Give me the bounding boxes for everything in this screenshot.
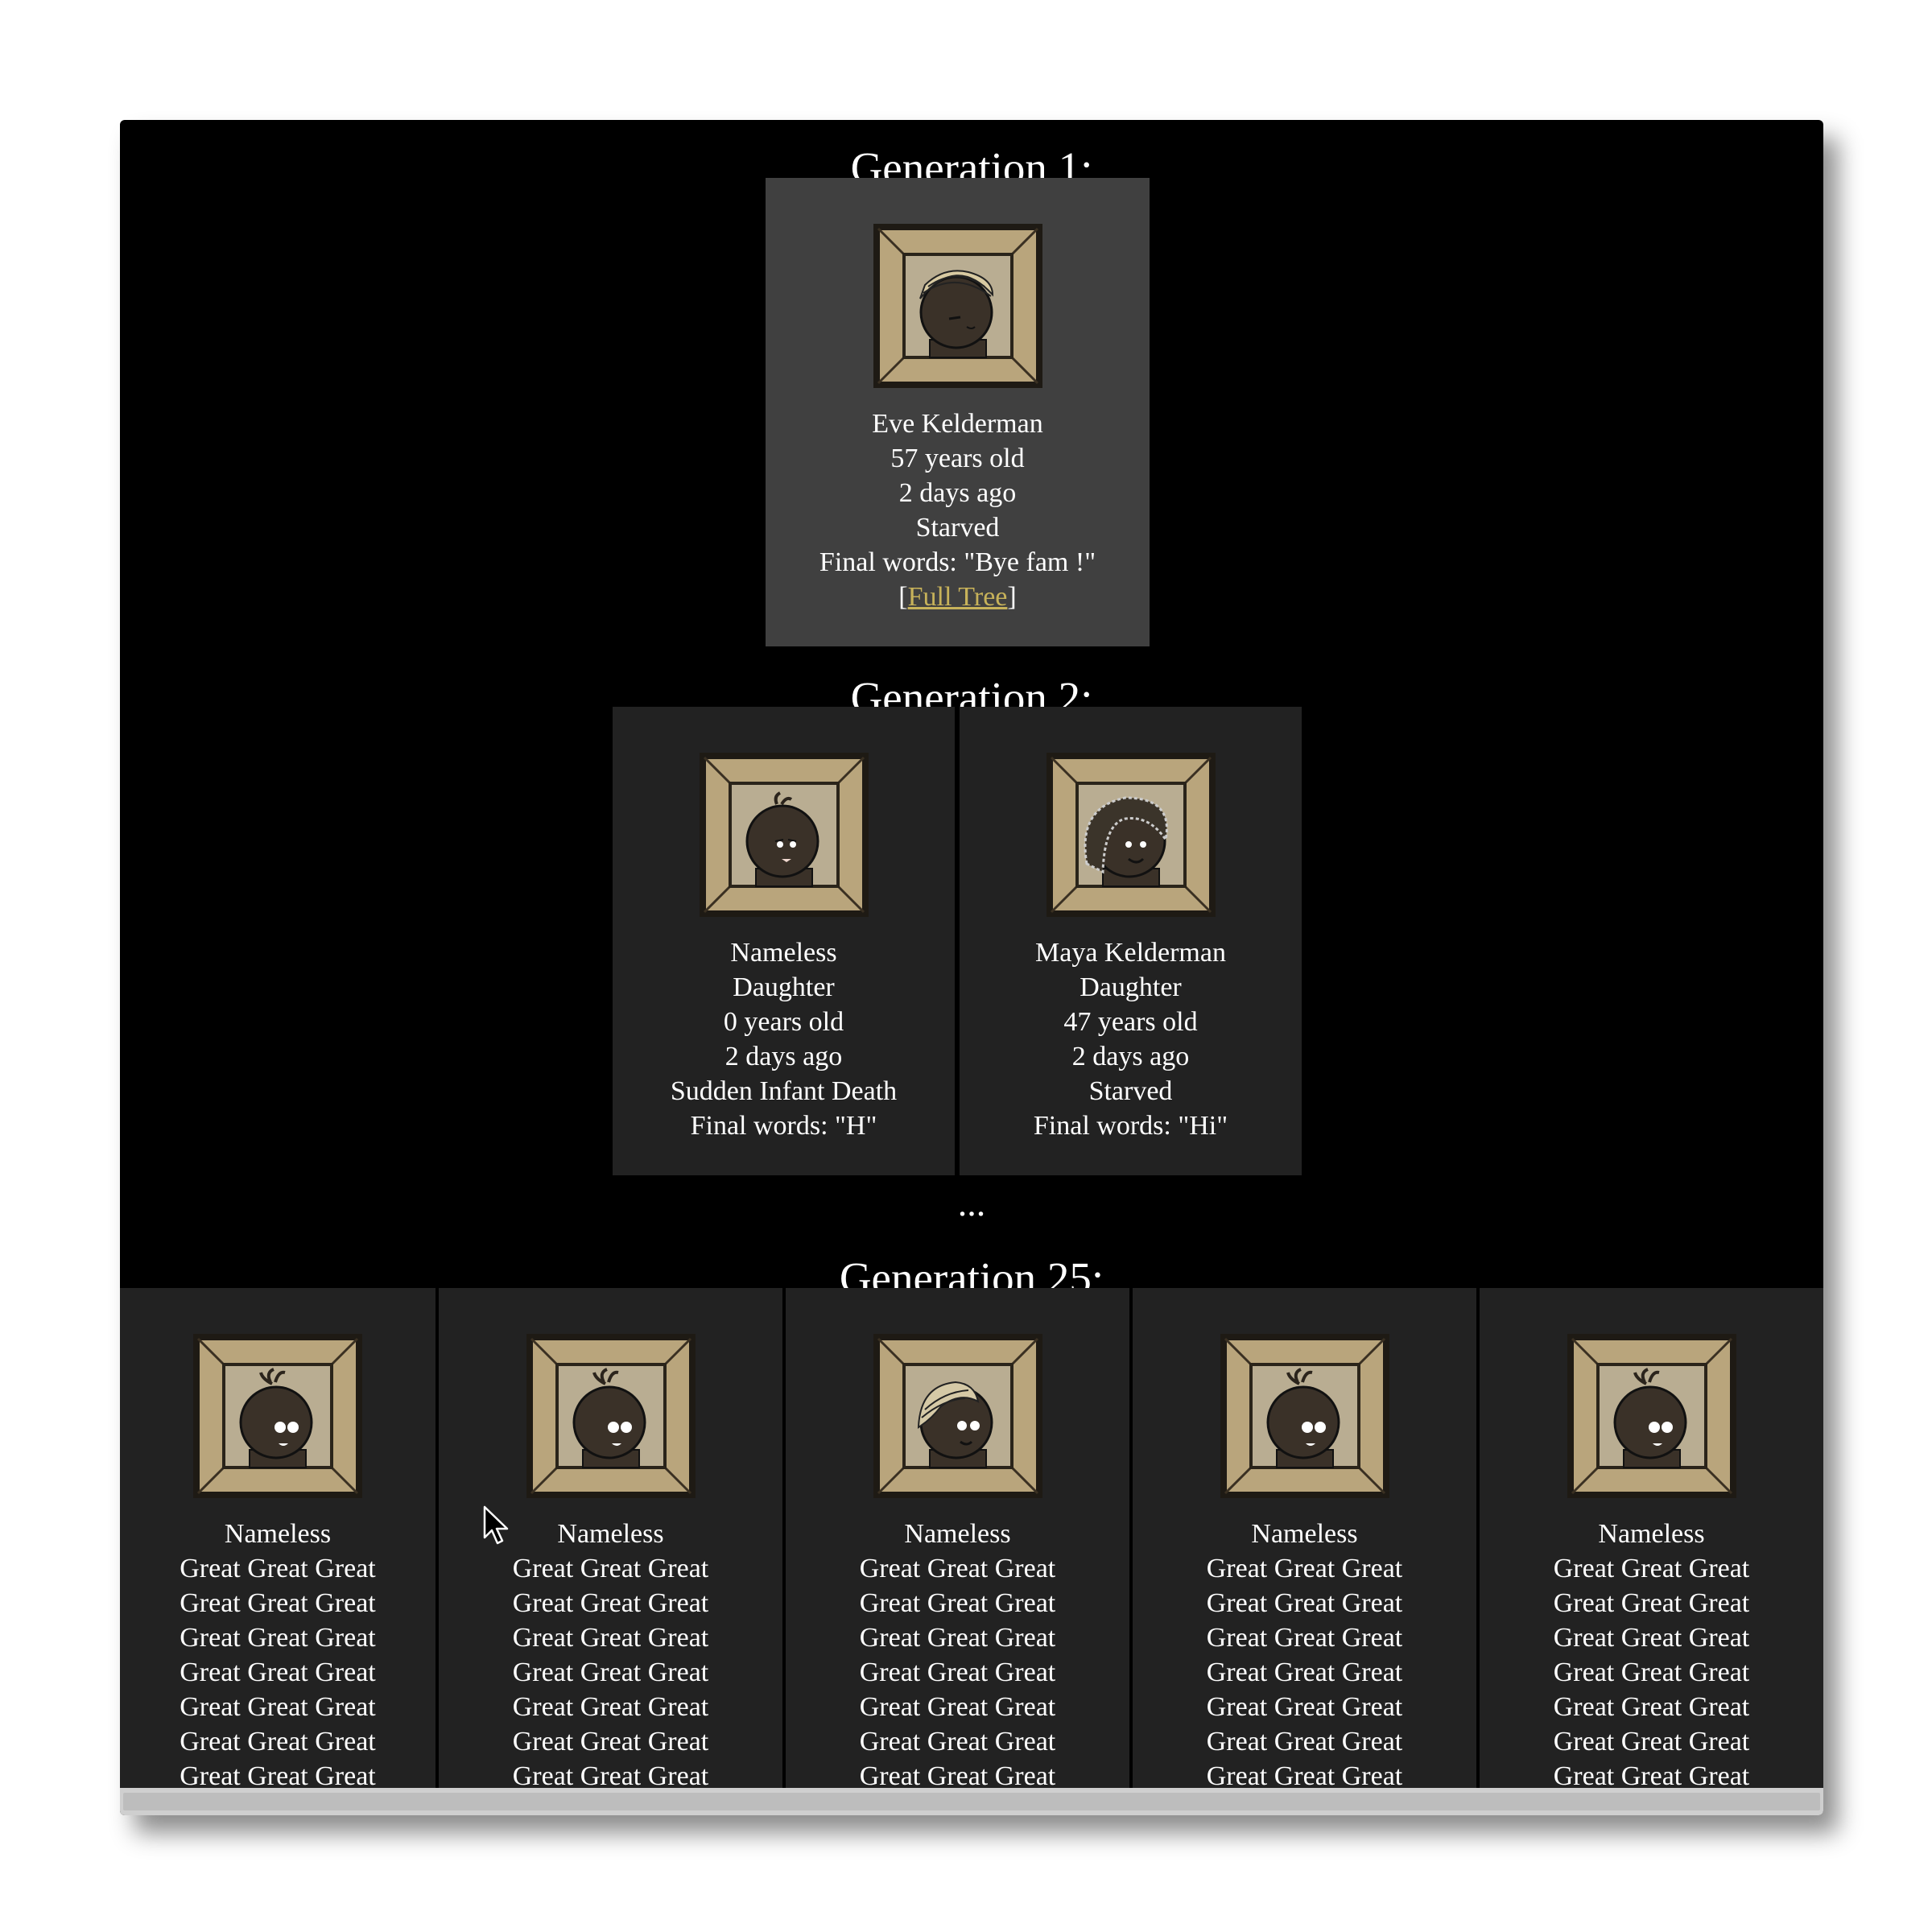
- person-age: 47 years old: [1063, 1007, 1198, 1037]
- person-relation-line: Great Great Great: [1206, 1554, 1403, 1583]
- person-relation-line: Great Great Great: [1553, 1554, 1750, 1583]
- person-relation-line: Great Great Great: [859, 1657, 1056, 1687]
- person-relation-line: Great Great Great: [1206, 1727, 1403, 1757]
- person-relation: Daughter: [1080, 972, 1182, 1002]
- baby-portrait-icon: [1133, 1332, 1476, 1509]
- person-relation-line: Great Great Great: [859, 1727, 1056, 1757]
- mouse-cursor-icon: [483, 1505, 509, 1545]
- person-card-eve: Eve Kelderman 57 years old 2 days ago St…: [766, 178, 1150, 646]
- person-cause: Starved: [1088, 1076, 1173, 1106]
- person-age: 57 years old: [890, 444, 1025, 473]
- bracket-open: [: [898, 582, 908, 612]
- person-relation-line: Great Great Great: [859, 1588, 1056, 1618]
- person-age: 0 years old: [723, 1007, 844, 1037]
- person-relation-line: Great Great Great: [1206, 1692, 1403, 1722]
- person-relation-line: Great Great Great: [1553, 1623, 1750, 1653]
- person-died-when: 2 days ago: [724, 1042, 843, 1071]
- person-relation: Daughter: [733, 972, 835, 1002]
- person-name: Nameless: [224, 1519, 332, 1549]
- baby-portrait-icon: [120, 1332, 436, 1509]
- curly-hair-portrait-icon: [960, 751, 1302, 927]
- scrollbar-thumb[interactable]: [123, 1793, 1820, 1810]
- baby-portrait-icon: [613, 751, 955, 927]
- person-final-words: Final words: "Bye fam !": [819, 547, 1096, 577]
- person-relation-line: Great Great Great: [859, 1554, 1056, 1583]
- person-relation-line: Great Great Great: [180, 1588, 376, 1618]
- person-died-when: 2 days ago: [898, 478, 1017, 508]
- person-relation-line: Great Great Great: [180, 1554, 376, 1583]
- person-relation-line: Great Great Great: [1206, 1623, 1403, 1653]
- person-card-nameless-daughter: Nameless Daughter 0 years old 2 days ago…: [613, 707, 955, 1175]
- braided-hair-portrait-icon: [786, 1332, 1129, 1509]
- horizontal-scrollbar[interactable]: [120, 1788, 1823, 1815]
- person-relation-line: Great Great Great: [1206, 1657, 1403, 1687]
- person-name: Nameless: [1251, 1519, 1358, 1549]
- person-relation-line: Great Great Great: [859, 1761, 1056, 1788]
- person-relation-line: Great Great Great: [512, 1692, 709, 1722]
- person-relation-line: Great Great Great: [180, 1657, 376, 1687]
- generations-ellipsis: ...: [957, 1183, 986, 1224]
- person-relation-line: Great Great Great: [180, 1692, 376, 1722]
- person-relation-line: Great Great Great: [512, 1727, 709, 1757]
- person-name: Nameless: [557, 1519, 664, 1549]
- family-tree-window: Generation 1: Eve Kelderman 57 years old…: [120, 120, 1823, 1815]
- full-tree-link[interactable]: Full Tree: [907, 582, 1008, 612]
- person-relation-line: Great Great Great: [180, 1623, 376, 1653]
- person-relation-line: Great Great Great: [1553, 1657, 1750, 1687]
- person-relation-line: Great Great Great: [1553, 1692, 1750, 1722]
- person-relation-line: Great Great Great: [1206, 1588, 1403, 1618]
- full-tree-row: [Full Tree]: [766, 580, 1150, 614]
- person-name: Nameless: [1598, 1519, 1705, 1549]
- person-name: Eve Kelderman: [872, 409, 1043, 439]
- bracket-close: ]: [1007, 582, 1017, 612]
- person-relation-line: Great Great Great: [1206, 1761, 1403, 1788]
- baby-portrait-icon: [1480, 1332, 1823, 1509]
- baby-portrait-icon: [439, 1332, 782, 1509]
- person-relation-line: Great Great Great: [512, 1761, 709, 1788]
- person-relation-line: Great Great Great: [1553, 1588, 1750, 1618]
- person-name: Nameless: [730, 938, 837, 968]
- person-name: Maya Kelderman: [1035, 938, 1226, 968]
- person-final-words: Final words: "Hi": [1033, 1111, 1228, 1141]
- person-died-when: 2 days ago: [1071, 1042, 1190, 1071]
- person-cause: Sudden Infant Death: [670, 1076, 898, 1106]
- person-final-words: Final words: "H": [690, 1111, 877, 1141]
- person-name: Nameless: [904, 1519, 1011, 1549]
- female-elder-portrait-icon: [766, 222, 1150, 398]
- person-relation-line: Great Great Great: [512, 1588, 709, 1618]
- person-relation-line: Great Great Great: [180, 1727, 376, 1757]
- person-relation-line: Great Great Great: [512, 1554, 709, 1583]
- person-relation-line: Great Great Great: [859, 1692, 1056, 1722]
- person-relation-line: Great Great Great: [1553, 1727, 1750, 1757]
- person-card-maya: Maya Kelderman Daughter 47 years old 2 d…: [960, 707, 1302, 1175]
- person-relation-line: Great Great Great: [180, 1761, 376, 1788]
- person-relation-line: Great Great Great: [1553, 1761, 1750, 1788]
- person-relation-line: Great Great Great: [512, 1657, 709, 1687]
- person-cause: Starved: [915, 513, 1000, 543]
- person-relation-line: Great Great Great: [512, 1623, 709, 1653]
- person-relation-line: Great Great Great: [859, 1623, 1056, 1653]
